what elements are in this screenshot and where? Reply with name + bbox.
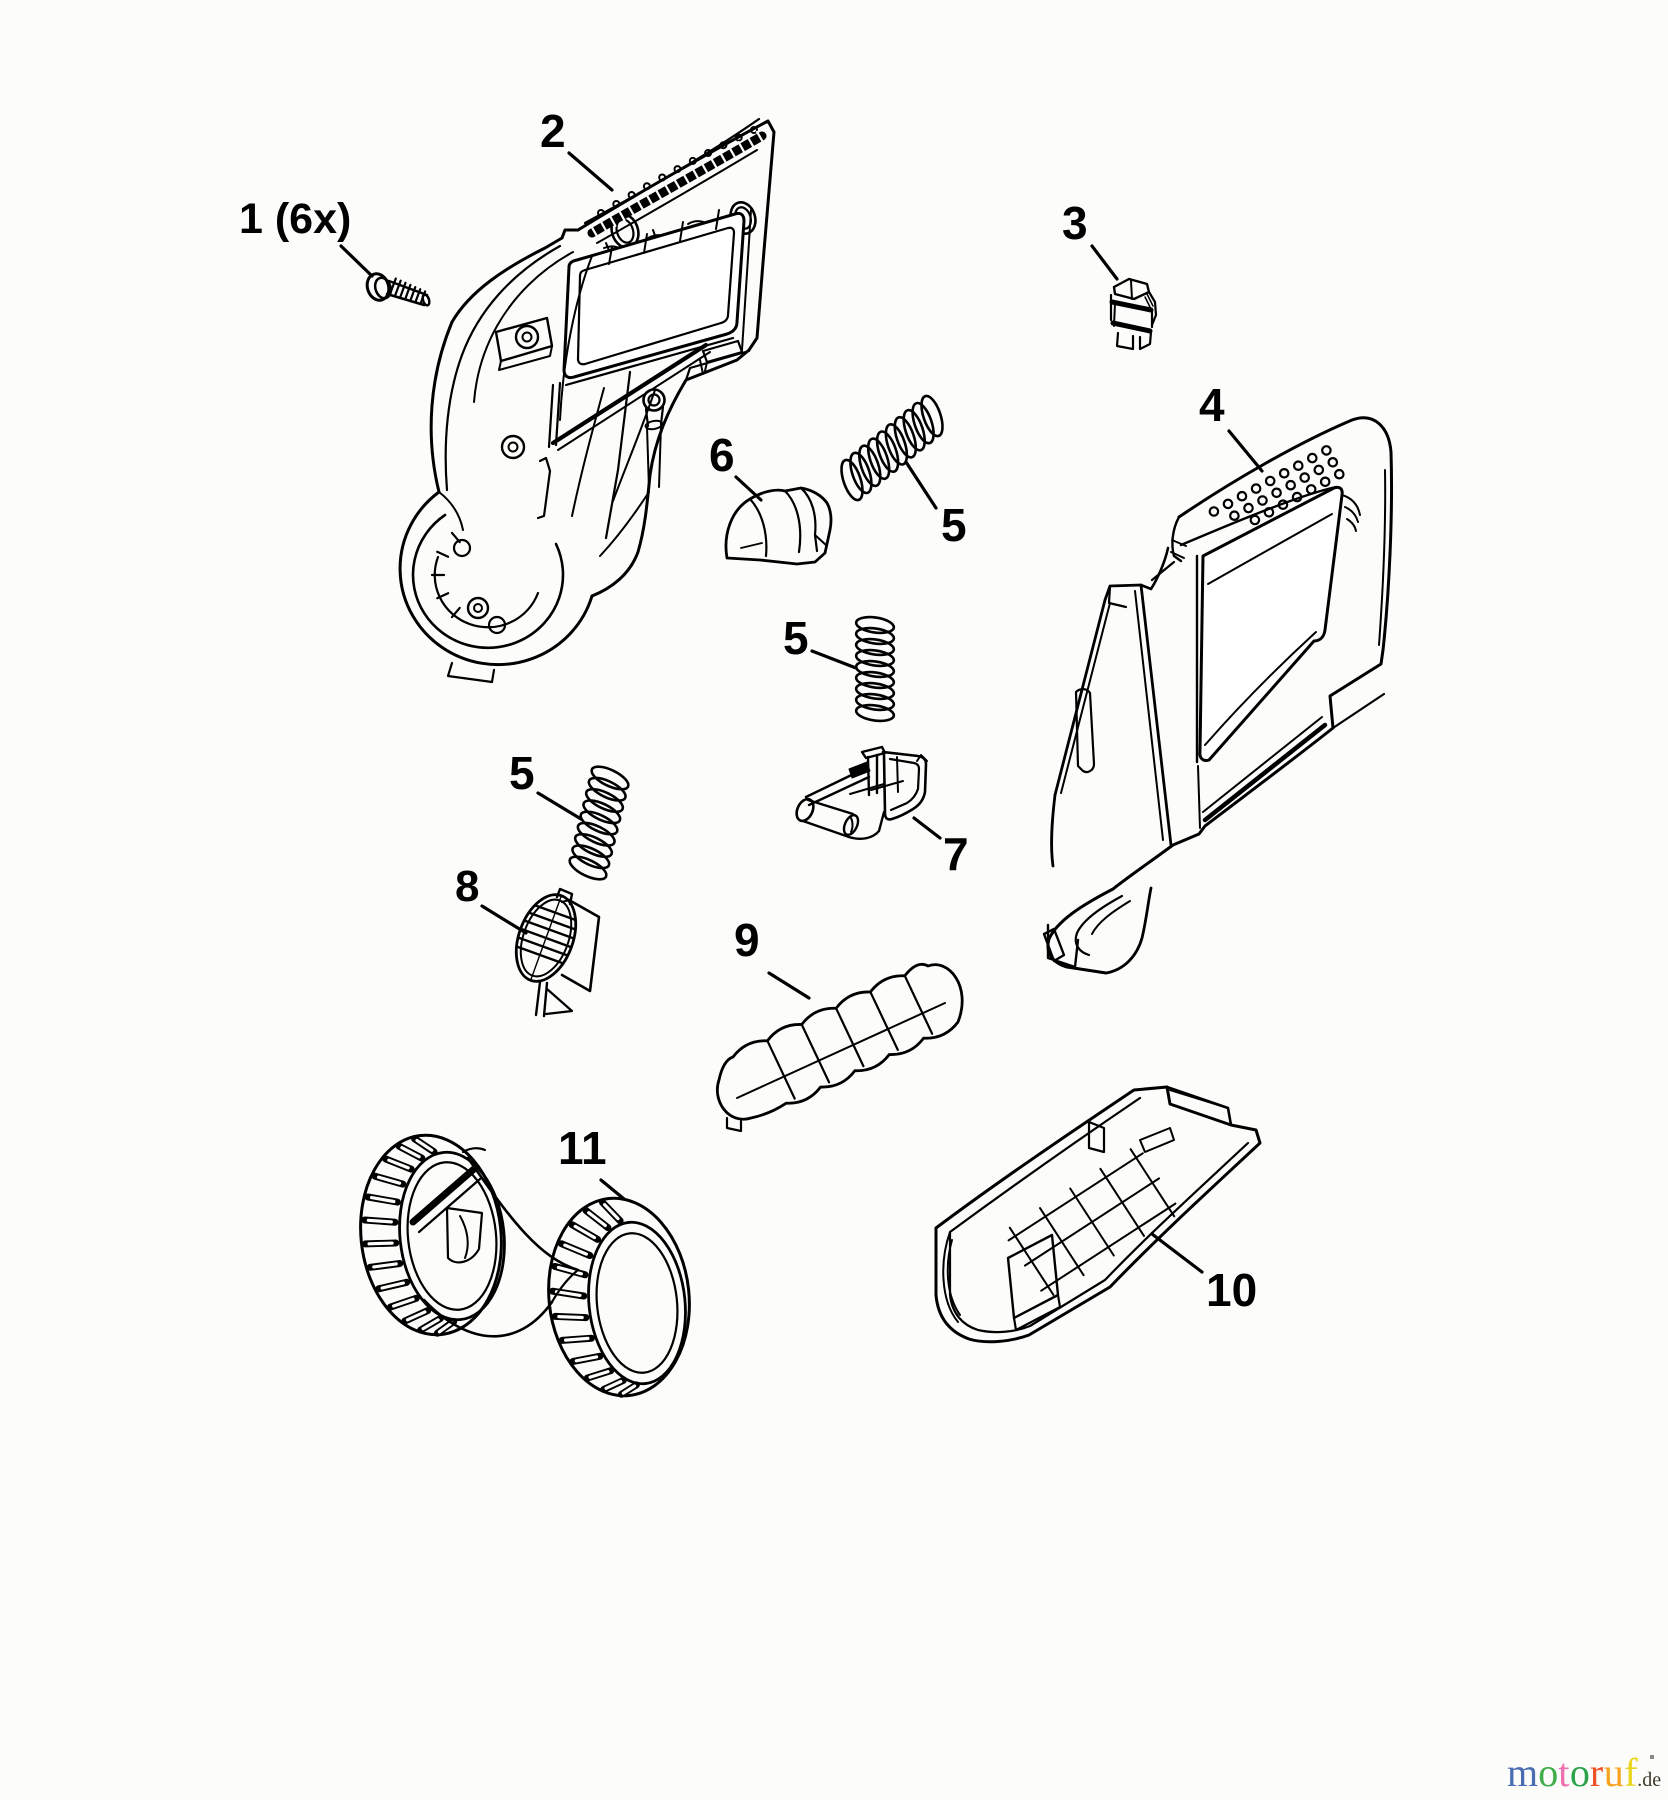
svg-text:1 (6x): 1 (6x)	[239, 195, 351, 243]
svg-text:5: 5	[941, 499, 967, 551]
svg-text:11: 11	[558, 1122, 607, 1174]
svg-text:4: 4	[1199, 379, 1225, 431]
svg-text:7: 7	[943, 828, 969, 880]
svg-text:t: t	[1558, 1750, 1569, 1795]
svg-text:9: 9	[734, 914, 760, 966]
svg-text:5: 5	[783, 612, 809, 664]
svg-text:10: 10	[1206, 1264, 1257, 1316]
svg-text:u: u	[1604, 1750, 1624, 1795]
svg-text:o: o	[1538, 1750, 1558, 1795]
svg-text:.de: .de	[1637, 1769, 1661, 1791]
svg-text:5: 5	[509, 747, 535, 799]
svg-text:m: m	[1507, 1750, 1538, 1795]
svg-text:3: 3	[1062, 197, 1088, 249]
svg-text:2: 2	[540, 105, 566, 157]
svg-text:o: o	[1570, 1750, 1590, 1795]
svg-text:f: f	[1624, 1750, 1638, 1795]
svg-text:8: 8	[455, 862, 479, 911]
svg-text:6: 6	[709, 429, 735, 481]
svg-text:r: r	[1590, 1750, 1603, 1795]
